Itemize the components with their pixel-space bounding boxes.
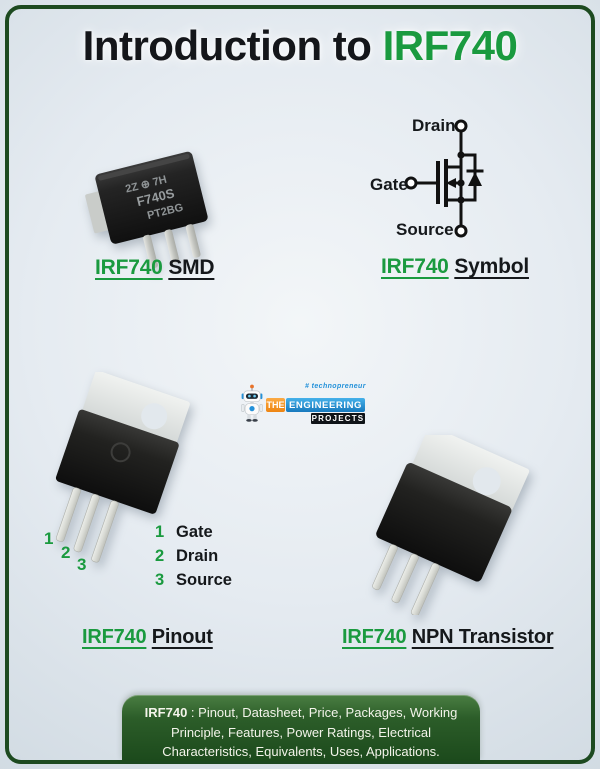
- transistor-tab-hole: [472, 467, 501, 496]
- smd-label-green: IRF740: [95, 256, 163, 279]
- section-label-pinout: IRF740 Pinout: [82, 626, 213, 649]
- logo-tagline: # technopreneur: [305, 383, 366, 390]
- pinout-label-black: Pinout: [151, 626, 213, 648]
- pin-number-1: 1: [44, 529, 54, 548]
- symbol-label-green: IRF740: [381, 255, 449, 278]
- footer-banner: IRF740 : Pinout, Datasheet, Price, Packa…: [122, 695, 480, 761]
- pinout-label-green: IRF740: [82, 626, 147, 648]
- smd-label-black: SMD: [168, 256, 215, 279]
- smd-chip-top-edge: [98, 153, 190, 181]
- smd-metal-tab: [85, 191, 110, 234]
- transistor-label-green: IRF740: [342, 626, 407, 648]
- pinout-legend: 1 Gate 2 Drain 3 Source: [155, 520, 232, 592]
- drain-terminal-circle: [454, 119, 468, 133]
- pinout-pin: [73, 493, 100, 553]
- symbol-junction-dot: [457, 196, 465, 204]
- pinout-chip-group: [55, 372, 190, 563]
- logo-word-engineering: ENGINEERING: [286, 398, 365, 412]
- legend-name: Gate: [176, 522, 213, 541]
- brand-logo: # technopreneur THE ENGINEERING PROJECTS: [239, 379, 369, 427]
- symbol-channel-arrow: [446, 178, 456, 188]
- logo-word-projects: PROJECTS: [311, 413, 365, 424]
- transistor-chip-body: [376, 463, 512, 582]
- legend-row-drain: 2 Drain: [155, 544, 232, 568]
- legend-row-gate: 1 Gate: [155, 520, 232, 544]
- transistor-pin: [391, 553, 419, 604]
- pinout-pin: [56, 487, 81, 542]
- robot-mascot-icon: [241, 384, 263, 422]
- page-title-prefix: Introduction to: [82, 22, 383, 69]
- transistor-pin: [372, 544, 398, 591]
- gate-label: Gate: [370, 175, 408, 194]
- section-label-symbol: IRF740 Symbol: [381, 255, 529, 279]
- mosfet-symbol-drawing: [404, 119, 484, 238]
- gate-terminal-circle: [404, 176, 418, 190]
- transistor-label-black: NPN Transistor: [411, 626, 554, 648]
- symbol-diode-triangle: [468, 172, 482, 186]
- symbol-junction-dot: [457, 179, 465, 187]
- source-terminal-circle: [454, 224, 468, 238]
- smd-chip-group: 2Z ⊕ 7H F740S PT2BG: [85, 151, 208, 269]
- drain-label: Drain: [412, 116, 456, 135]
- pinout-metal-tab: [78, 372, 190, 457]
- transistor-chip-group: [372, 435, 530, 615]
- legend-num: 3: [155, 570, 165, 589]
- pinout-package-photo: [55, 372, 190, 563]
- legend-row-source: 3 Source: [155, 568, 232, 592]
- pin-number-3: 3: [77, 555, 87, 574]
- symbol-junction-dot: [457, 151, 465, 159]
- source-label: Source: [396, 220, 454, 239]
- legend-num: 1: [155, 522, 165, 541]
- pin-number-2: 2: [61, 543, 71, 562]
- smd-pin: [143, 234, 158, 269]
- pinout-tab-hole: [141, 403, 168, 430]
- footer-description: : Pinout, Datasheet, Price, Packages, Wo…: [162, 705, 458, 759]
- pinout-body-mark: [110, 442, 131, 463]
- symbol-label-black: Symbol: [454, 255, 529, 278]
- page-title-highlight: IRF740: [382, 22, 518, 69]
- logo-word-the: THE: [266, 398, 285, 412]
- section-label-transistor: IRF740 NPN Transistor: [342, 626, 554, 649]
- smd-pin: [164, 229, 180, 264]
- legend-num: 2: [155, 546, 165, 565]
- smd-package-photo: 2Z ⊕ 7H F740S PT2BG: [85, 151, 208, 269]
- transistor-metal-tab: [406, 435, 530, 524]
- legend-name: Drain: [176, 546, 219, 565]
- footer-bold-term: IRF740: [144, 705, 188, 720]
- legend-name: Source: [176, 570, 232, 589]
- section-label-smd: IRF740 SMD: [95, 256, 215, 280]
- transistor-pin: [410, 563, 440, 615]
- smd-pin: [185, 224, 201, 258]
- transistor-package-photo: [372, 435, 530, 615]
- pinout-pin: [91, 500, 119, 563]
- page-title: Introduction to IRF740: [0, 22, 600, 70]
